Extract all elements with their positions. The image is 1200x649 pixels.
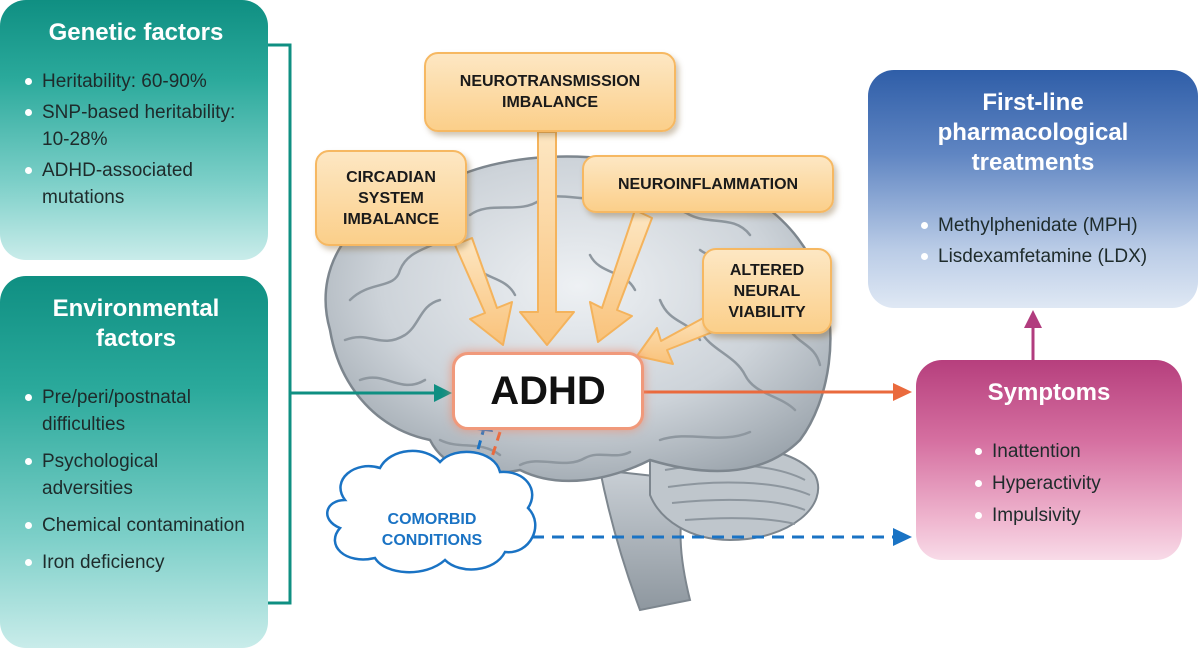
environmental-factor-item: Psychological adversities [22,448,250,502]
altered-neural-viability-label: ALTERED NEURAL VIABILITY [728,261,806,321]
adhd-center-box: ADHD [452,352,644,430]
factor-bracket [268,43,440,605]
environmental-factors-title: Environmental factors [52,295,220,352]
symptoms-panel: Symptoms Inattention Hyperactivity Impul… [916,360,1182,560]
environmental-factor-item: Iron deficiency [22,549,250,576]
genetic-factor-item: SNP-based heritability: 10-28% [22,99,250,153]
symptom-item: Impulsivity [972,502,1166,529]
neuroinflammation-box: NEUROINFLAMMATION [582,155,834,213]
treatments-list: Methylphenidate (MPH) Lisdexamfetamine (… [884,212,1182,270]
comorbid-cloud-shape [326,449,537,574]
treatments-panel: First-line pharmacological treatments Me… [868,70,1198,308]
circadian-imbalance-box: CIRCADIAN SYSTEM IMBALANCE [315,150,467,246]
environmental-factor-item: Pre/peri/postnatal difficulties [22,384,250,438]
symptoms-to-treatments-arrow [1024,310,1042,360]
neurotransmission-imbalance-box: NEUROTRANSMISSION IMBALANCE [424,52,676,132]
neuroinflammation-label: NEUROINFLAMMATION [617,175,799,193]
symptom-item: Hyperactivity [972,470,1166,497]
environmental-factors-list: Pre/peri/postnatal difficulties Psycholo… [22,384,250,576]
circadian-imbalance-label: CIRCADIAN SYSTEM IMBALANCE [343,168,439,228]
environmental-factors-panel: Environmental factors Pre/peri/postnatal… [0,276,268,648]
adhd-to-symptoms-arrow [644,383,912,401]
genetic-factors-title: Genetic factors [48,19,224,46]
genetic-factor-item: ADHD-associated mutations [22,157,250,211]
genetic-factors-list: Heritability: 60-90% SNP-based heritabil… [22,68,250,211]
comorbid-to-symptoms-arrow [532,528,912,546]
adhd-label: ADHD [490,368,606,413]
factors-to-adhd-arrowhead [434,384,452,402]
genetic-factors-panel: Genetic factors Heritability: 60-90% SNP… [0,0,268,260]
symptoms-list: Inattention Hyperactivity Impulsivity [932,438,1166,529]
symptoms-title: Symptoms [987,379,1111,406]
treatment-item: Methylphenidate (MPH) [918,212,1182,239]
comorbid-conditions-label: COMORBID CONDITIONS [381,511,483,549]
neurotransmission-imbalance-label: NEUROTRANSMISSION IMBALANCE [459,73,641,111]
treatment-item: Lisdexamfetamine (LDX) [918,243,1182,270]
treatments-title: First-line pharmacological treatments [937,89,1129,176]
genetic-factor-item: Heritability: 60-90% [22,68,250,95]
symptom-item: Inattention [972,438,1166,465]
altered-neural-viability-box: ALTERED NEURAL VIABILITY [702,248,832,334]
environmental-factor-item: Chemical contamination [22,512,250,539]
